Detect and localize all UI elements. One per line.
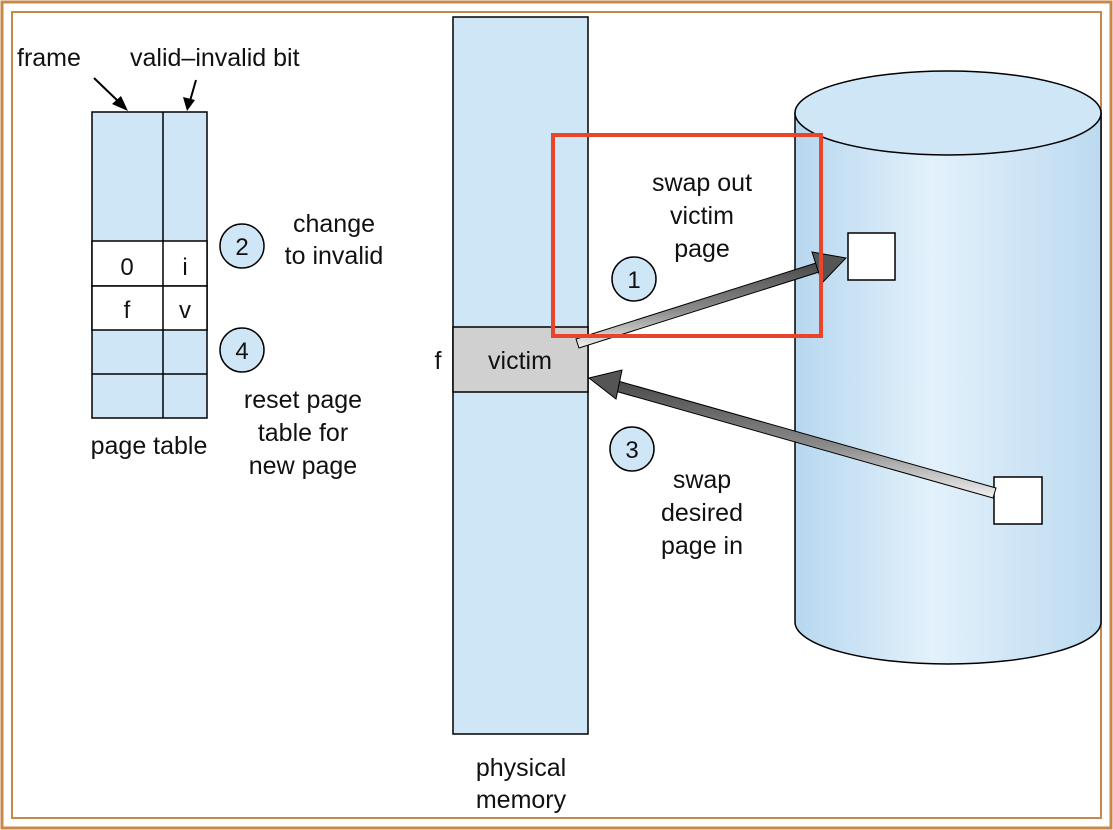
swap-in-arrow xyxy=(587,369,997,499)
physical-memory-label-line-2: memory xyxy=(476,786,567,814)
step-3-text-line-1: swap xyxy=(673,466,731,494)
frame-label: frame xyxy=(17,44,81,72)
frame-value-f: f xyxy=(124,297,131,324)
physical-memory-label-line-1: physical xyxy=(476,754,566,782)
page-table-row-invalid xyxy=(91,240,208,287)
frame-f-marker: f xyxy=(435,347,442,375)
frame-value-0: 0 xyxy=(120,254,133,281)
step-4-badge: 4 xyxy=(219,327,265,373)
step-1-text-line-2: victim xyxy=(670,202,734,230)
step-4-text-line-1: reset page xyxy=(244,386,362,414)
step-2-text-line-1: change xyxy=(293,210,375,238)
step-3-text-line-3: page in xyxy=(661,532,743,560)
svg-text:2: 2 xyxy=(235,234,248,261)
step-2-badge: 2 xyxy=(219,223,265,269)
step-4-text-line-2: table for xyxy=(258,419,348,447)
step-1-text-line-3: page xyxy=(674,235,730,263)
step-1-text-line-1: swap out xyxy=(652,169,752,197)
victim-label: victim xyxy=(488,347,552,375)
backing-store-disk xyxy=(794,70,1102,665)
frame-pointer-arrow xyxy=(93,77,128,111)
bit-value-v: v xyxy=(179,297,191,324)
svg-text:1: 1 xyxy=(627,267,640,294)
step-4-text-line-3: new page xyxy=(249,452,357,480)
svg-text:4: 4 xyxy=(235,338,248,365)
bit-pointer-arrow xyxy=(183,79,197,111)
bit-value-i: i xyxy=(182,254,187,281)
step-3-badge: 3 xyxy=(609,426,655,472)
disk-victim-page-slot xyxy=(847,232,896,281)
svg-text:3: 3 xyxy=(625,437,638,464)
page-table-row-valid xyxy=(91,285,208,331)
page-table: 0 i f v xyxy=(91,111,208,419)
disk-desired-page-slot xyxy=(993,476,1043,525)
highlight-box xyxy=(551,133,823,338)
valid-invalid-bit-label: valid–invalid bit xyxy=(130,44,300,72)
step-3-text-line-2: desired xyxy=(661,499,743,527)
page-table-label: page table xyxy=(91,432,208,460)
step-2-text-line-2: to invalid xyxy=(285,242,384,270)
step-1-badge: 1 xyxy=(611,256,657,302)
